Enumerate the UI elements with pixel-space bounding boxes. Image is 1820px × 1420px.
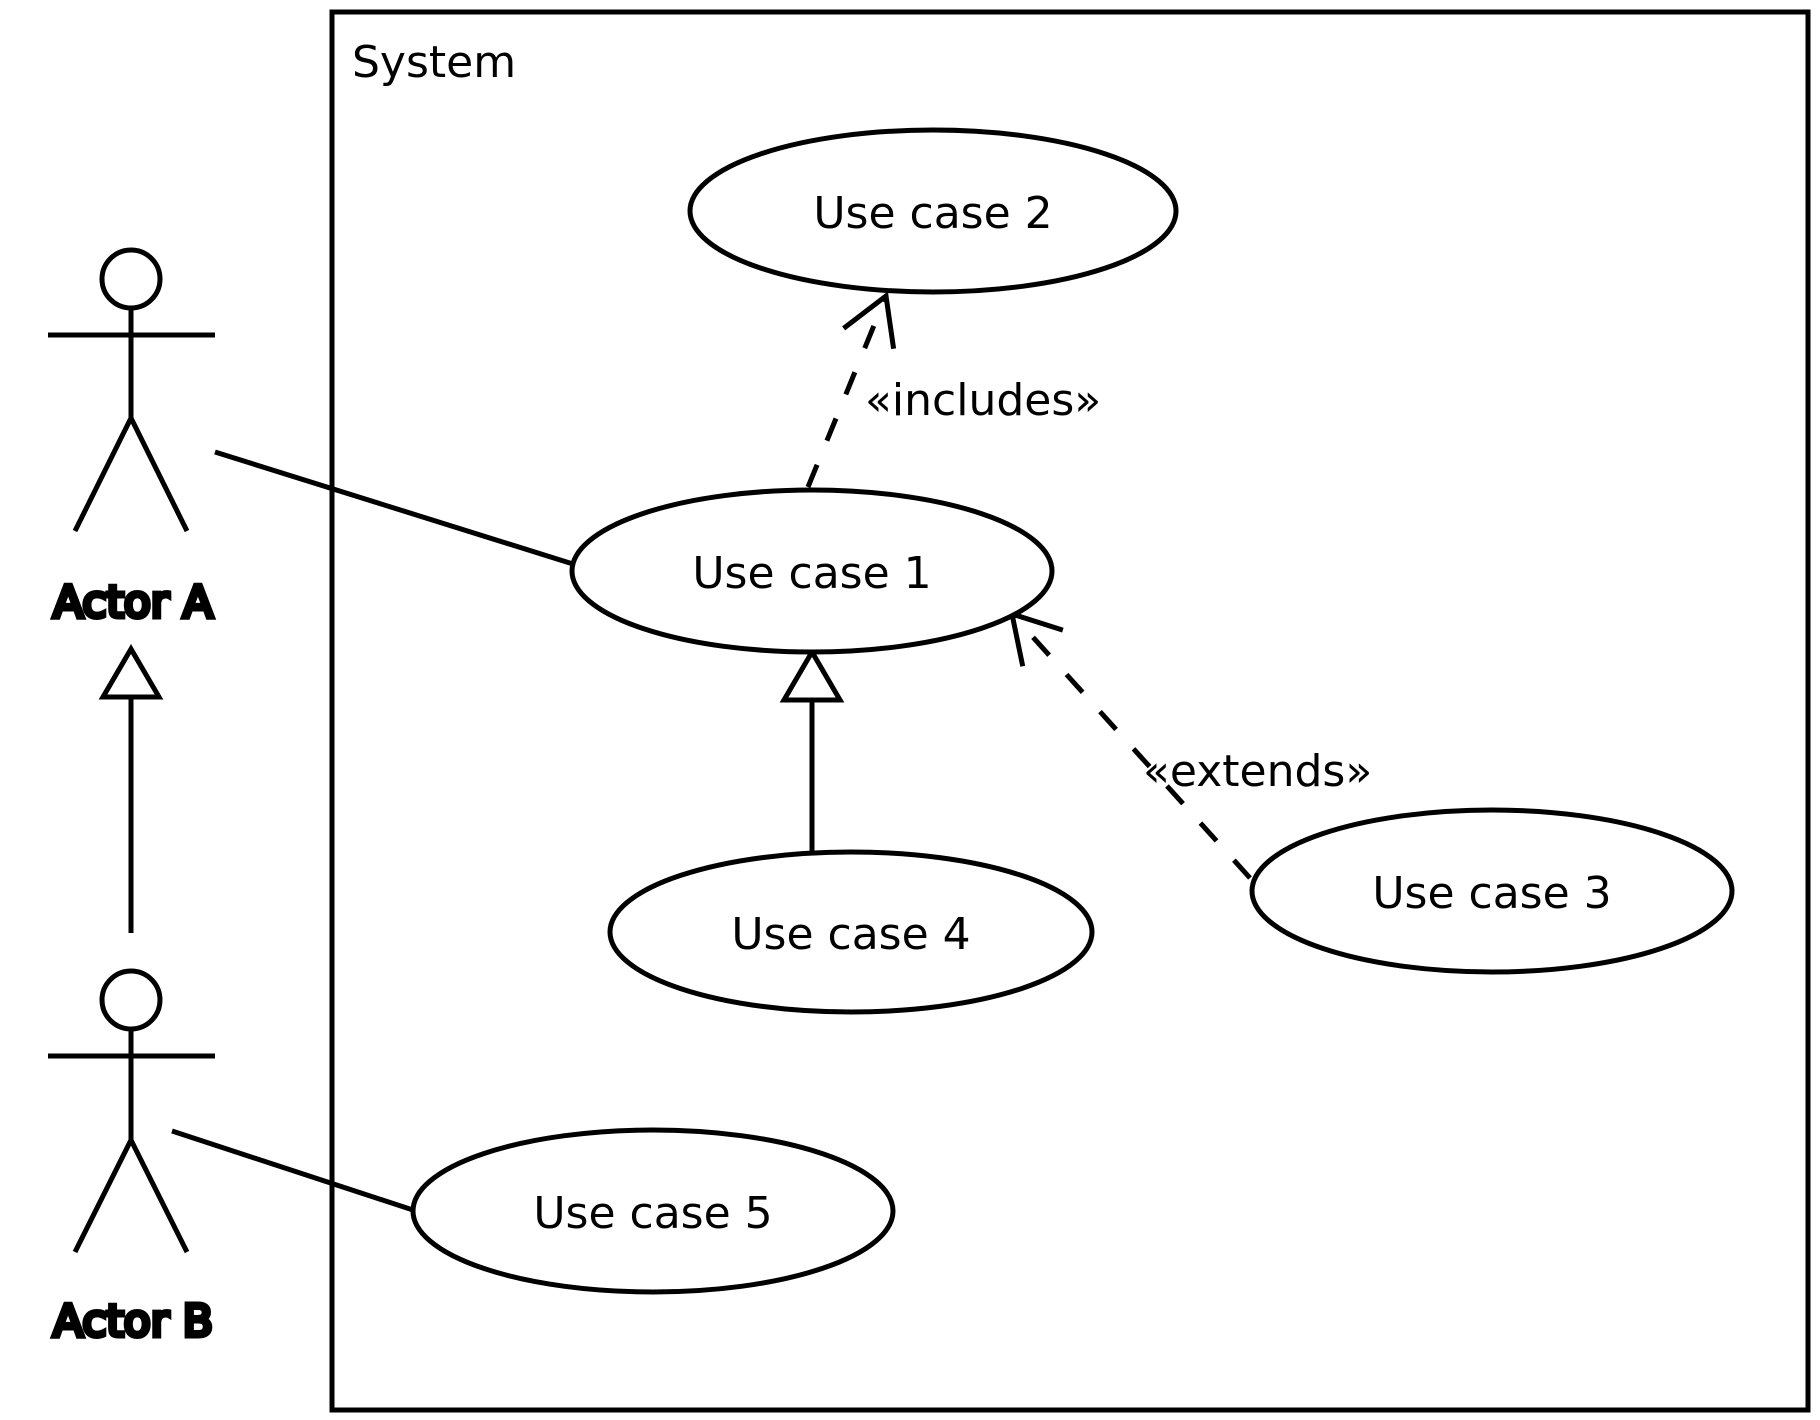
use-case-1: Use case 1 [569,487,1055,655]
actor-a: Actor A [48,247,215,631]
generalization-actor-b-actor-a [98,644,164,933]
actor-a-head [99,247,163,311]
use-case-4: Use case 4 [607,849,1095,1015]
use-case-2-ellipse [687,127,1179,295]
actor-b-head [99,968,163,1032]
use-case-1-label: Use case 1 [692,548,931,599]
use-case-3: Use case 3 [1249,807,1735,975]
generalization-triangle-icon [779,647,845,703]
use-case-4-ellipse [607,849,1095,1015]
actor-a-label: Actor A [53,577,213,628]
use-case-5-ellipse [410,1127,896,1295]
includes-label: «includes» [865,375,1101,426]
include-use-case-1-use-case-2: «includes» [805,291,1101,488]
use-case-3-label: Use case 3 [1372,868,1611,919]
actor-a-right-leg [128,416,190,533]
use-case-2: Use case 2 [687,127,1179,295]
use-case-5-label: Use case 5 [533,1188,772,1239]
system-label: System [352,37,516,88]
use-case-4-label: Use case 4 [731,909,970,960]
association-actor-a-use-case-1 [214,449,574,567]
use-case-3-ellipse [1249,807,1735,975]
use-case-1-ellipse [569,487,1055,655]
actor-a-left-leg [72,416,134,533]
extend-dashed-line [1008,610,1252,880]
include-dashed-line [805,291,897,488]
extend-use-case-3-use-case-1: «extends» [1008,610,1372,880]
extends-label: «extends» [1143,746,1372,797]
actor-b: Actor B [48,968,215,1350]
use-case-2-label: Use case 2 [813,188,1052,239]
generalization-use-case-4-use-case-1 [779,647,845,851]
actor-b-label: Actor B [53,1296,213,1347]
actor-b-right-leg [128,1138,190,1254]
actor-b-left-leg [72,1138,134,1254]
use-case-5: Use case 5 [410,1127,896,1295]
generalization-triangle-icon [98,644,164,700]
association-actor-b-use-case-5 [171,1128,414,1213]
